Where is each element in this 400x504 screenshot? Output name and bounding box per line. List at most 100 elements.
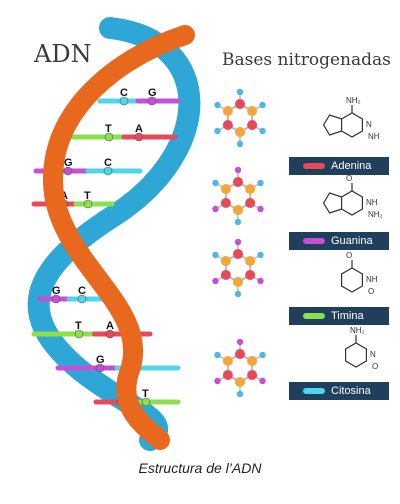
atom: [235, 377, 245, 387]
formula-timina: O NH O: [341, 251, 378, 296]
bases-title: Bases nitrogenadas: [222, 50, 391, 70]
atom: [233, 277, 243, 287]
hydrogen-bond-node: [141, 397, 151, 407]
molecule-model-guanina: [212, 166, 264, 226]
atom: [214, 351, 221, 359]
base-letter: T: [142, 388, 149, 400]
formula-label: NH: [366, 275, 378, 284]
atom: [236, 390, 244, 398]
atom: [222, 370, 233, 380]
base-label-adenina: Adenina: [289, 157, 389, 175]
base-letter: C: [78, 285, 86, 297]
atom: [259, 351, 266, 359]
adenina-color-swatch: [303, 163, 325, 169]
atom: [247, 120, 258, 130]
hydrogen-bond-node: [74, 329, 84, 339]
atom: [245, 198, 256, 208]
guanina-color-swatch: [303, 238, 325, 244]
molecule-model-citosina: [214, 338, 266, 398]
base-name: Timina: [331, 310, 364, 322]
base-label-timina: Timina: [289, 307, 389, 325]
atom: [220, 270, 231, 280]
base-letter: G: [96, 354, 105, 366]
formula-guanina: O NH NH₂: [322, 174, 383, 219]
base-name: Citosina: [331, 385, 371, 397]
atom: [236, 88, 244, 96]
atom: [212, 205, 219, 213]
atom: [236, 338, 244, 346]
atom: [234, 218, 242, 226]
base-label-citosina: Citosina: [289, 382, 389, 400]
base-letter: C: [120, 87, 128, 99]
molecule-model-timina: [212, 238, 264, 298]
atom: [245, 184, 256, 194]
hydrogen-bond-node: [104, 132, 114, 142]
atom: [257, 251, 264, 259]
base-name: Guanina: [331, 235, 373, 247]
formula-label: N: [366, 120, 372, 129]
atom: [245, 270, 256, 280]
atom: [247, 370, 258, 380]
atom: [233, 177, 243, 187]
formula-label: N: [370, 350, 376, 359]
hydrogen-bond-node: [63, 166, 73, 176]
atom: [235, 349, 245, 359]
atom: [222, 106, 233, 116]
formula-citosina: NH₂ NO: [345, 326, 378, 371]
hydrogen-bond-node: [83, 199, 93, 209]
atom: [222, 120, 233, 130]
base-label-guanina: Guanina: [289, 232, 389, 250]
base-letter: G: [52, 285, 61, 297]
base-letter: C: [104, 157, 112, 169]
hydrogen-bond-node: [51, 294, 61, 304]
hydrogen-bond-node: [103, 166, 113, 176]
atom: [235, 127, 245, 137]
base-letter: G: [64, 157, 73, 169]
base-letter: G: [148, 87, 157, 99]
atom: [212, 251, 219, 259]
atom: [257, 205, 264, 213]
formula-label: O: [368, 287, 374, 296]
formula-label: O: [346, 251, 352, 260]
atom: [259, 101, 266, 109]
atom: [214, 127, 221, 135]
atom: [212, 179, 219, 187]
atom: [245, 256, 256, 266]
timina-color-swatch: [303, 313, 325, 319]
hydrogen-bond-node: [119, 96, 129, 106]
atom: [247, 106, 258, 116]
atom: [247, 356, 258, 366]
formula-label: NH₂: [368, 210, 383, 219]
atom: [220, 256, 231, 266]
formula-label: NH₂: [346, 96, 361, 105]
atom: [259, 377, 266, 385]
atom: [257, 277, 264, 285]
atom: [214, 101, 221, 109]
citosina-color-swatch: [303, 388, 325, 394]
base-name: Adenina: [331, 160, 372, 172]
atom: [212, 277, 219, 285]
atom: [234, 290, 242, 298]
molecule-model-adenina: [214, 88, 266, 148]
hydrogen-bond-node: [77, 294, 87, 304]
atom: [235, 99, 245, 109]
formula-label: O: [372, 362, 378, 371]
base-letter: T: [105, 123, 112, 135]
atom: [233, 205, 243, 215]
atom: [214, 377, 221, 385]
diagram-title: ADN: [34, 40, 92, 68]
base-letter: A: [106, 320, 114, 332]
base-letter: T: [84, 190, 91, 202]
base-letter: A: [135, 123, 143, 135]
formula-label: NH: [366, 198, 378, 207]
formula-label: O: [346, 174, 352, 183]
hydrogen-bond-node: [134, 132, 144, 142]
formula-label: NH₂: [350, 326, 365, 335]
hydrogen-bond-node: [105, 329, 115, 339]
atom: [233, 249, 243, 259]
atom: [234, 166, 242, 174]
